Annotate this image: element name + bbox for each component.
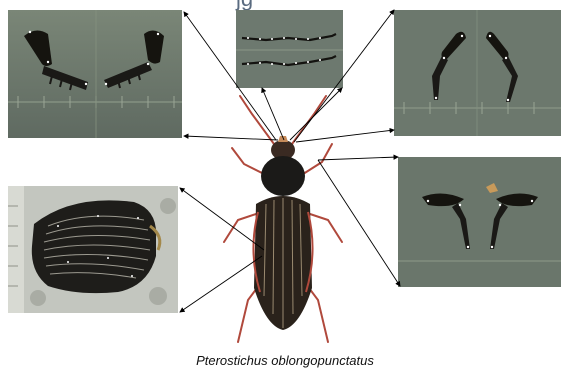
arrow-to-mid-legs-bottom — [318, 160, 400, 286]
arrow-to-hind-legs-bottom — [296, 130, 394, 142]
arrow-to-elytra-top — [180, 188, 264, 250]
arrow-to-antennae-right — [290, 88, 342, 140]
arrow-to-hind-legs-top — [294, 10, 394, 142]
species-caption: Pterostichus oblongopunctatus — [0, 353, 570, 368]
arrow-to-fore-legs-bottom — [184, 136, 278, 140]
arrow-to-antennae-left — [262, 88, 284, 140]
arrow-to-elytra-bottom — [180, 256, 262, 312]
arrow-to-mid-legs-top — [318, 157, 398, 160]
arrow-to-fore-legs-top — [184, 12, 276, 140]
